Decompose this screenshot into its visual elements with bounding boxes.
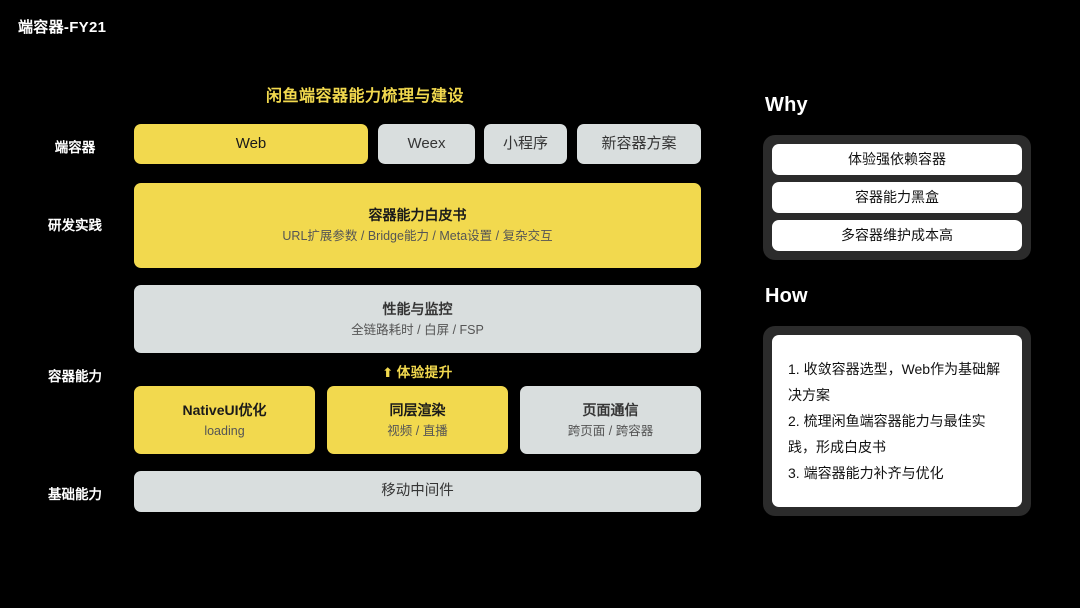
diagram-box-mobile-middleware[interactable]: 移动中间件: [134, 471, 701, 512]
why-item[interactable]: 多容器维护成本高: [772, 220, 1022, 251]
right-panel: Why 体验强依赖容器 容器能力黑盒 多容器维护成本高 How 1. 收敛容器选…: [730, 0, 1080, 608]
diagram-box-title: 移动中间件: [381, 482, 454, 499]
why-heading: Why: [765, 94, 808, 116]
diagram-box-whitepaper[interactable]: 容器能力白皮书 URL扩展参数 / Bridge能力 / Meta设置 / 复杂…: [134, 183, 701, 268]
diagram-box-performance[interactable]: 性能与监控 全链路耗时 / 白屏 / FSP: [134, 285, 701, 353]
why-card-group: 体验强依赖容器 容器能力黑盒 多容器维护成本高: [763, 135, 1031, 260]
how-card[interactable]: 1. 收敛容器选型，Web作为基础解决方案 2. 梳理闲鱼端容器能力与最佳实践，…: [772, 335, 1022, 507]
diagram-box-subtitle: loading: [204, 423, 245, 438]
diagram-box-title: Weex: [407, 134, 446, 152]
diagram-box-miniprogram[interactable]: 小程序: [484, 124, 567, 164]
diagram-box-subtitle: 视频 / 直播: [387, 423, 448, 438]
slide-title: 端容器-FY21: [18, 19, 107, 36]
diagram-box-web[interactable]: Web: [134, 124, 368, 164]
diagram-box-title: 小程序: [502, 134, 548, 152]
how-item: 3. 端容器能力补齐与优化: [788, 464, 944, 481]
diagram-heading: 闲鱼端容器能力梳理与建设: [265, 88, 464, 105]
how-item: 2. 梳理闲鱼端容器能力与最佳实践，形成白皮书: [788, 412, 986, 455]
how-card-group: 1. 收敛容器选型，Web作为基础解决方案 2. 梳理闲鱼端容器能力与最佳实践，…: [763, 326, 1031, 516]
diagram-box-page-communication[interactable]: 页面通信 跨页面 / 跨容器: [520, 386, 701, 454]
diagram-box-title: NativeUI优化: [182, 401, 267, 418]
row-label-practice: 研发实践: [48, 218, 102, 233]
diagram-box-title: Web: [235, 134, 267, 152]
how-heading: How: [765, 285, 808, 307]
row-label-container-capability: 容器能力: [48, 369, 102, 384]
why-item[interactable]: 体验强依赖容器: [772, 144, 1022, 175]
diagram-box-title: 性能与监控: [382, 300, 453, 317]
diagram-box-new-container[interactable]: 新容器方案: [577, 124, 701, 164]
experience-uplift-text: 体验提升: [396, 365, 453, 380]
arrow-up-icon: ⬆: [382, 365, 394, 380]
experience-uplift-label: ⬆体验提升: [134, 361, 701, 381]
diagram-box-weex[interactable]: Weex: [378, 124, 475, 164]
diagram-box-title: 容器能力白皮书: [368, 207, 467, 224]
diagram-box-nativeui[interactable]: NativeUI优化 loading: [134, 386, 315, 454]
diagram-box-title: 新容器方案: [601, 134, 677, 152]
how-item: 1. 收敛容器选型，Web作为基础解决方案: [788, 361, 1001, 403]
why-item[interactable]: 容器能力黑盒: [772, 182, 1022, 213]
diagram-box-subtitle: 跨页面 / 跨容器: [567, 423, 654, 438]
diagram-box-same-layer-render[interactable]: 同层渲染 视频 / 直播: [327, 386, 508, 454]
row-label-containers: 端容器: [54, 140, 96, 155]
architecture-diagram: 闲鱼端容器能力梳理与建设 端容器 研发实践 容器能力 基础能力 Web Weex…: [48, 88, 701, 512]
row-label-base-capability: 基础能力: [48, 487, 102, 502]
diagram-box-title: 同层渲染: [389, 401, 446, 418]
diagram-box-subtitle: 全链路耗时 / 白屏 / FSP: [351, 322, 484, 337]
diagram-box-subtitle: URL扩展参数 / Bridge能力 / Meta设置 / 复杂交互: [282, 229, 553, 244]
diagram-box-title: 页面通信: [582, 401, 639, 418]
